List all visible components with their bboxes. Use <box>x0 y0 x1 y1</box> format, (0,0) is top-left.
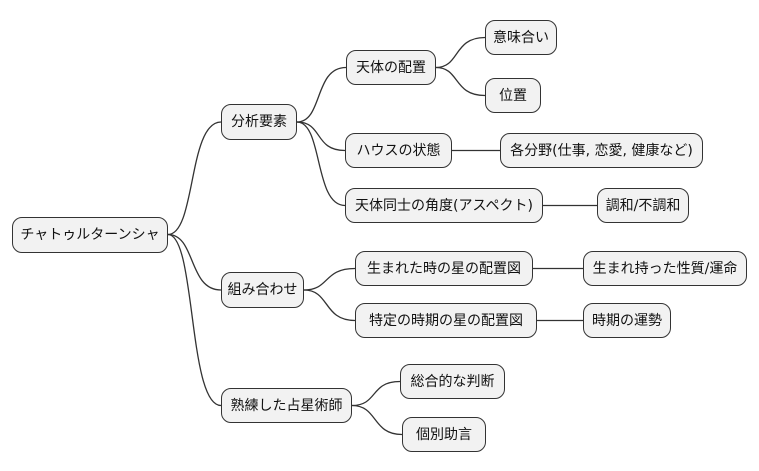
node-skilled-astrologer: 熟練した占星術師 <box>221 388 352 423</box>
node-position: 位置 <box>485 78 541 113</box>
node-individual-advice: 個別助言 <box>402 417 486 452</box>
edge-placement-meaning <box>435 36 486 69</box>
node-analysis-elements: 分析要素 <box>221 104 297 140</box>
node-transit-chart: 特定の時期の星の配置図 <box>355 303 537 338</box>
edge-root-astrologer <box>167 233 222 407</box>
edge-analysis-placement <box>296 66 347 123</box>
node-natal-chart: 生まれた時の星の配置図 <box>355 251 533 286</box>
node-combination: 組み合わせ <box>221 272 304 308</box>
edge-combination-transit <box>303 289 356 322</box>
edge-placement-position <box>435 66 486 97</box>
node-fields: 各分野(仕事, 恋愛, 健康など) <box>500 133 703 168</box>
node-harmony: 調和/不調和 <box>597 188 689 223</box>
edge-analysis-house <box>296 121 346 152</box>
node-celestial-placement: 天体の配置 <box>346 50 436 85</box>
node-house-condition: ハウスの状態 <box>345 133 452 168</box>
edge-root-combination <box>167 233 222 291</box>
edge-root-analysis <box>167 121 222 236</box>
node-comprehensive-judgment: 総合的な判断 <box>400 364 505 399</box>
node-aspects: 天体同士の角度(アスペクト) <box>345 188 543 223</box>
node-root: チャトゥルターンシャ <box>12 217 168 253</box>
edge-astrologer-advice <box>351 404 403 436</box>
node-innate-nature: 生まれ持った性質/運命 <box>583 251 747 286</box>
node-meaning: 意味合い <box>485 20 557 55</box>
edge-combination-natal <box>303 267 356 291</box>
edge-astrologer-judgment <box>351 380 401 407</box>
node-period-fortune: 時期の運勢 <box>583 303 671 338</box>
edge-analysis-aspect <box>296 121 346 207</box>
